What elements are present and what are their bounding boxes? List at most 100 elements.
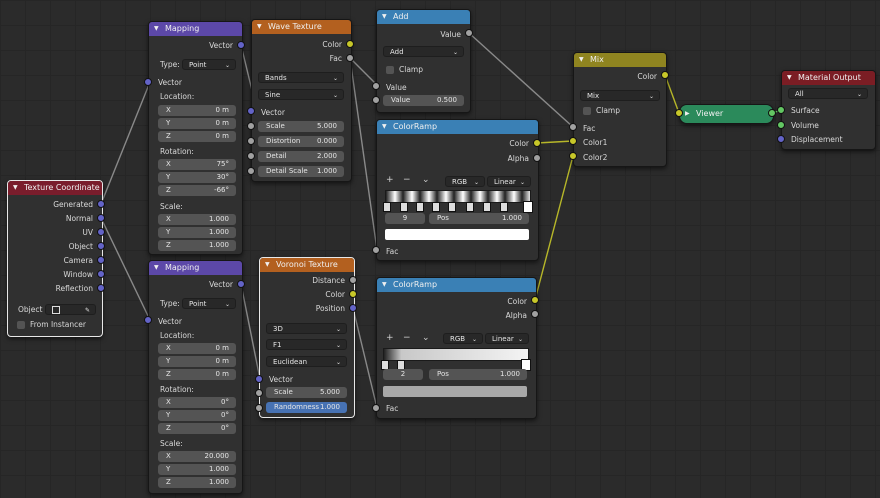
socket-viewer-in[interactable] xyxy=(675,109,683,117)
chevron-down-icon[interactable]: ⌄ xyxy=(422,175,430,185)
wave-profile-dropdown[interactable]: Sine⌄ xyxy=(258,89,344,100)
clamp-checkbox[interactable] xyxy=(386,66,394,74)
operation-dropdown[interactable]: Add⌄ xyxy=(383,46,464,57)
node-header[interactable]: ▼Texture Coordinate xyxy=(8,181,102,195)
mix-rgb-node[interactable]: ▼Mix Color Mix⌄ Clamp Fac Color1 Color2 xyxy=(573,52,667,167)
socket-camera[interactable] xyxy=(97,256,105,264)
remove-stop-icon[interactable]: − xyxy=(403,333,411,343)
socket-wave-color[interactable] xyxy=(346,40,354,48)
collapsed-triangle-icon[interactable]: ▶ xyxy=(685,110,690,117)
socket-add-in1[interactable] xyxy=(372,82,380,90)
collapse-triangle-icon[interactable]: ▼ xyxy=(154,264,159,271)
feature-dropdown[interactable]: F1⌄ xyxy=(266,339,347,350)
socket-output-displacement[interactable] xyxy=(777,135,785,143)
socket-output-volume[interactable] xyxy=(777,121,785,129)
socket-ramp1-fac[interactable] xyxy=(372,246,380,254)
node-header[interactable]: ▼Mapping xyxy=(149,261,242,275)
node-header[interactable]: ▼Wave Texture xyxy=(252,20,351,34)
socket-ramp2-color[interactable] xyxy=(531,296,539,304)
socket-output-surface[interactable] xyxy=(777,106,785,114)
socket-generated[interactable] xyxy=(97,200,105,208)
node-header[interactable]: ▼Mapping xyxy=(149,22,242,36)
socket-ramp2-fac[interactable] xyxy=(372,404,380,412)
socket-normal[interactable] xyxy=(97,214,105,222)
socket-ramp2-alpha[interactable] xyxy=(531,310,539,318)
ramp-stop[interactable] xyxy=(383,202,391,212)
collapse-triangle-icon[interactable]: ▼ xyxy=(382,123,387,130)
socket-mapping2-out[interactable] xyxy=(237,280,245,288)
type-dropdown[interactable]: Point⌄ xyxy=(182,298,236,309)
rotation-z-field[interactable]: Z-66° xyxy=(158,185,236,196)
socket-object[interactable] xyxy=(97,242,105,250)
socket-ramp1-color[interactable] xyxy=(533,139,541,147)
stop-color-swatch[interactable] xyxy=(383,386,527,397)
socket-wave-fac[interactable] xyxy=(346,54,354,62)
node-header[interactable]: ▼ColorRamp xyxy=(377,278,536,292)
mapping-node-2[interactable]: ▼Mapping Vector Type: Point⌄ Vector Loca… xyxy=(148,260,243,494)
collapse-triangle-icon[interactable]: ▼ xyxy=(382,13,387,20)
collapse-triangle-icon[interactable]: ▼ xyxy=(13,184,18,191)
ramp-stop[interactable] xyxy=(483,202,491,212)
color-mode-dropdown[interactable]: RGB⌄ xyxy=(445,176,485,187)
mapping-node-1[interactable]: ▼Mapping Vector Type: Point⌄ Vector Loca… xyxy=(148,21,243,255)
socket-wave-distortion[interactable] xyxy=(247,137,255,145)
socket-mix-color2[interactable] xyxy=(569,152,577,160)
color-mode-dropdown[interactable]: RGB⌄ xyxy=(443,333,483,344)
clamp-checkbox[interactable] xyxy=(583,107,591,115)
from-instancer-checkbox[interactable] xyxy=(17,321,25,329)
stop-color-swatch[interactable] xyxy=(385,229,529,240)
wave-texture-node[interactable]: ▼Wave Texture Color Fac Bands⌄ Sine⌄ Vec… xyxy=(251,19,352,182)
node-header[interactable]: ▼Mix xyxy=(574,53,666,67)
voronoi-texture-node[interactable]: ▼Voronoi Texture Distance Color Position… xyxy=(259,257,355,418)
socket-voronoi-vector[interactable] xyxy=(255,375,263,383)
dimensions-dropdown[interactable]: 3D⌄ xyxy=(266,323,347,334)
socket-mix-out[interactable] xyxy=(661,71,669,79)
chevron-down-icon[interactable]: ⌄ xyxy=(422,333,430,343)
socket-add-in2[interactable] xyxy=(372,96,380,104)
collapse-triangle-icon[interactable]: ▼ xyxy=(265,261,270,268)
socket-viewer-out[interactable] xyxy=(768,109,776,117)
collapse-triangle-icon[interactable]: ▼ xyxy=(257,23,262,30)
eyedropper-icon[interactable]: ✎ xyxy=(84,307,90,314)
ramp-stop[interactable] xyxy=(500,202,508,212)
collapse-triangle-icon[interactable]: ▼ xyxy=(154,25,159,32)
node-header[interactable]: ▼Add xyxy=(377,10,470,24)
stop-index-field[interactable]: 9 xyxy=(385,213,425,224)
texture-coordinate-node[interactable]: ▼Texture Coordinate Generated Normal UV … xyxy=(7,180,103,337)
socket-mix-fac[interactable] xyxy=(569,123,577,131)
ramp-stop[interactable] xyxy=(400,202,408,212)
color-ramp-gradient[interactable] xyxy=(383,190,533,213)
collapse-triangle-icon[interactable]: ▼ xyxy=(382,281,387,288)
socket-wave-detail-scale[interactable] xyxy=(247,167,255,175)
colorramp-node-1[interactable]: ▼ColorRamp Color Alpha + − ⌄ RGB⌄ Linear… xyxy=(376,119,539,261)
socket-mapping1-in[interactable] xyxy=(144,78,152,86)
add-stop-icon[interactable]: + xyxy=(386,333,394,343)
blend-type-dropdown[interactable]: Mix⌄ xyxy=(580,90,660,101)
socket-voronoi-scale[interactable] xyxy=(255,389,263,397)
color-ramp-gradient[interactable] xyxy=(381,348,531,371)
ramp-stop[interactable] xyxy=(416,202,424,212)
interpolation-dropdown[interactable]: Linear⌄ xyxy=(487,176,531,187)
viewer-node[interactable]: ▶Viewer xyxy=(679,104,774,124)
stop-index-field[interactable]: 2 xyxy=(383,369,423,380)
ramp-stop[interactable] xyxy=(432,202,440,212)
socket-uv[interactable] xyxy=(97,228,105,236)
